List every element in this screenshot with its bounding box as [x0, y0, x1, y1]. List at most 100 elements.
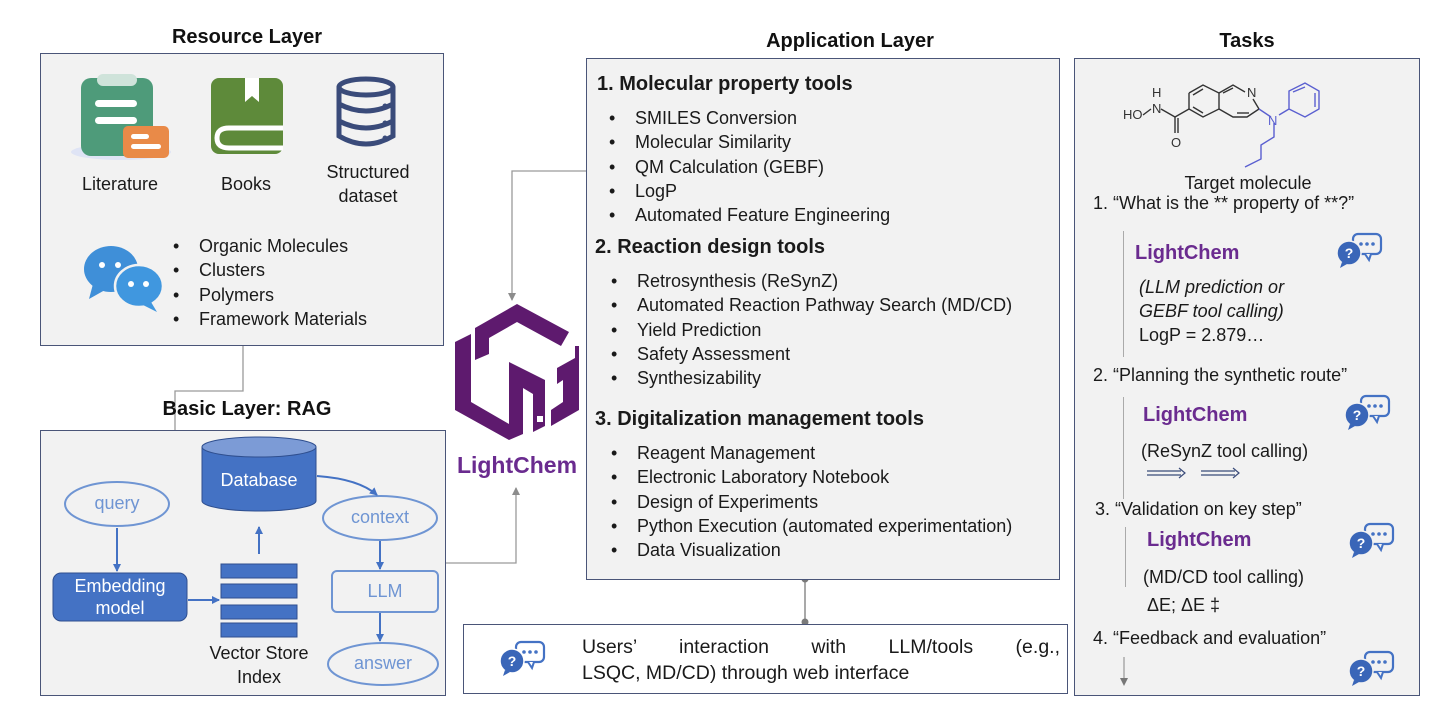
task-result-3: ΔE; ΔE ‡ — [1147, 595, 1221, 615]
task-detail-line: (LLM prediction or — [1139, 277, 1285, 297]
tool-list: Retrosynthesis (ReSynZ) Automated Reacti… — [601, 269, 1012, 391]
svg-text:?: ? — [1357, 535, 1366, 551]
app-section-digitalization: 3. Digitalization management tools Reage… — [595, 408, 1012, 563]
llm-label: LLM — [367, 581, 403, 601]
task-brand-2: LightChem — [1143, 404, 1248, 426]
task-timeline-3 — [1125, 527, 1126, 587]
tool-item: SMILES Conversion — [599, 106, 890, 131]
task-continue-arrow-icon — [1120, 657, 1128, 686]
app-section-reaction: 2. Reaction design tools Retrosynthesis … — [595, 236, 1012, 391]
tool-item: QM Calculation (GEBF) — [599, 155, 890, 180]
question-chat-icon: ? — [1348, 650, 1395, 686]
resource-layer-title: Resource Layer — [171, 26, 323, 48]
interaction-line: Users’ interaction with LLM/tools (e.g., — [582, 636, 1060, 658]
question-chat-icon: ? — [499, 640, 546, 676]
clipboard-document-icon — [71, 74, 171, 160]
tool-item: Python Execution (automated experimentat… — [601, 514, 1012, 539]
task-brand-1: LightChem — [1135, 242, 1240, 264]
tool-item: Automated Reaction Pathway Search (MD/CD… — [601, 293, 1012, 318]
connector-dot-bottom — [801, 618, 809, 626]
tool-item: Automated Feature Engineering — [599, 203, 890, 228]
task-brand-3: LightChem — [1147, 529, 1252, 551]
answer-label: answer — [353, 653, 413, 673]
resource-layer-panel: Literature Books Structured dataset Orga… — [40, 53, 444, 346]
context-label: context — [350, 507, 410, 527]
data-type-item: Clusters — [163, 258, 367, 283]
rag-flow-diagram — [52, 436, 439, 686]
lightchem-logo-icon — [455, 304, 579, 440]
book-icon — [211, 78, 283, 154]
section-title: 3. Digitalization management tools — [595, 408, 924, 430]
vector-store-label: Vector Store Index — [191, 641, 327, 689]
atom-n-ring: N — [1247, 85, 1256, 100]
task-detail-3: (MD/CD tool calling) — [1143, 567, 1305, 587]
data-type-item: Framework Materials — [163, 307, 367, 332]
application-layer-title: Application Layer — [766, 30, 934, 52]
tool-list: SMILES Conversion Molecular Similarity Q… — [599, 106, 890, 228]
task-timeline-2 — [1123, 397, 1124, 499]
source-label-line: dataset — [338, 186, 398, 206]
tool-item: Yield Prediction — [601, 318, 1012, 343]
source-label-literature: Literature — [81, 174, 159, 194]
vector-store-index-icon — [220, 563, 298, 638]
database-node — [201, 436, 317, 512]
tool-item: Molecular Similarity — [599, 130, 890, 155]
task-question-4: 4. “Feedback and evaluation” — [1093, 628, 1327, 648]
section-title: 1. Molecular property tools — [597, 73, 853, 95]
embedding-label-line: model — [95, 598, 145, 618]
task-detail-1: (LLM prediction or GEBF tool calling) Lo… — [1139, 275, 1284, 347]
svg-text:?: ? — [1353, 407, 1362, 423]
arrow-database-to-context — [316, 475, 378, 496]
task-detail-2: (ReSynZ tool calling) — [1141, 441, 1309, 461]
tool-item: Safety Assessment — [601, 342, 1012, 367]
tool-item: Data Visualization — [601, 538, 1012, 563]
llm-node — [331, 570, 439, 613]
tool-item: Retrosynthesis (ReSynZ) — [601, 269, 1012, 294]
task-detail-line: GEBF tool calling) — [1139, 301, 1284, 321]
database-label: Database — [220, 470, 298, 490]
connector-application-to-logo — [508, 170, 586, 301]
question-chat-icon: ? — [1344, 394, 1391, 430]
basic-layer-panel: Database query context Embedding model L… — [40, 430, 446, 696]
task-question-1: 1. “What is the ** property of **?” — [1093, 193, 1355, 213]
tool-list: Reagent Management Electronic Laboratory… — [601, 441, 1012, 563]
context-node — [322, 495, 438, 541]
source-label-line: Structured — [326, 162, 410, 182]
interaction-text: Users’ interaction with LLM/tools (e.g.,… — [582, 634, 1060, 686]
task-question-3: 3. “Validation on key step” — [1095, 499, 1302, 519]
query-label: query — [94, 493, 140, 513]
vector-label-line: Index — [236, 667, 282, 687]
source-label-books: Books — [220, 174, 272, 194]
atom-n-amide: N — [1152, 101, 1161, 116]
task-result-1: LogP = 2.879… — [1139, 325, 1265, 345]
tool-item: Electronic Laboratory Notebook — [601, 465, 1012, 490]
target-molecule-label: Target molecule — [1184, 173, 1312, 193]
atom-o: O — [1171, 135, 1181, 150]
target-molecule-structure: N N H N HO O — [1123, 82, 1320, 168]
embedding-model-node — [52, 572, 188, 622]
basic-layer-title: Basic Layer: RAG — [162, 398, 332, 420]
answer-node — [327, 642, 439, 686]
app-section-molecular: 1. Molecular property tools SMILES Conve… — [597, 73, 890, 228]
tool-item: LogP — [599, 179, 890, 204]
source-label-structured-dataset: Structured dataset — [303, 160, 433, 208]
atom-n-amine: N — [1268, 113, 1277, 128]
question-chat-icon: ? — [1336, 232, 1383, 268]
interaction-box: ? Users’ interaction with LLM/tools (e.g… — [463, 624, 1068, 694]
tool-item: Design of Experiments — [601, 490, 1012, 515]
interaction-line: LSQC, MD/CD) through web interface — [582, 662, 910, 684]
query-node — [64, 481, 170, 527]
embedding-model-label: Embedding model — [53, 575, 187, 619]
task-timeline-1 — [1123, 231, 1124, 357]
chat-bubbles-icon — [84, 246, 165, 312]
question-chat-icon: ? — [1348, 522, 1395, 558]
embedding-label-line: Embedding — [74, 576, 166, 596]
lightchem-logo-text: LightChem — [456, 452, 578, 478]
tasks-panel: N N H N HO O Target molecule 1. “What is… — [1074, 58, 1420, 696]
atom-ho: HO — [1123, 107, 1143, 122]
data-types-list: Organic Molecules Clusters Polymers Fram… — [163, 234, 367, 331]
data-type-item: Polymers — [163, 283, 367, 308]
data-type-item: Organic Molecules — [163, 234, 367, 259]
svg-text:?: ? — [508, 653, 517, 669]
connector-rag-to-logo — [446, 487, 520, 564]
